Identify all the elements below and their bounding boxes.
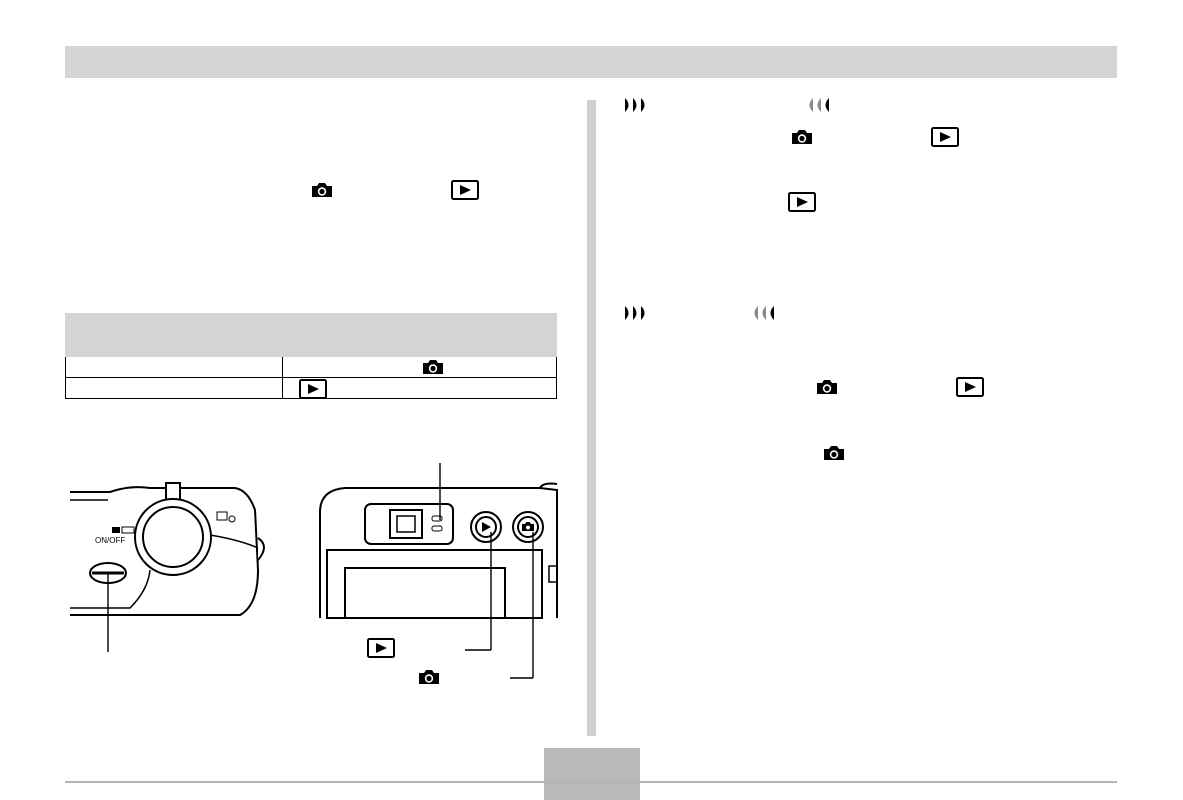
camera-icon [415,667,443,687]
mode-table [65,313,557,399]
triple-arrow-right-icon [625,306,651,320]
table-cell [282,356,557,378]
play-icon [299,379,327,399]
camera-back-view-illustration [319,463,558,679]
camera-icon [419,357,447,377]
table-cell [65,356,283,378]
camera-icon [788,127,816,147]
triple-arrow-right-icon [625,98,651,112]
header-bar [65,46,1117,78]
page-number-box-lower [544,783,640,800]
table-row [65,377,557,399]
table-header-cell [65,313,283,357]
table-cell [282,377,557,399]
triple-arrow-left-icon [803,98,829,112]
column-divider [587,100,596,736]
table-cell [65,377,283,399]
play-icon [956,377,984,397]
play-icon [931,127,959,147]
page-number-box [544,748,640,781]
table-row [65,356,557,378]
table-header-cell [282,313,557,357]
play-icon [451,180,479,200]
camera-top-view-illustration: ON/OFF [70,482,265,652]
camera-icon [308,180,336,200]
camera-icon [820,443,848,463]
play-icon [788,192,816,212]
camera-icon [813,377,841,397]
footer-rule [65,781,1117,783]
play-icon [367,638,395,658]
table-header-row [65,313,557,357]
triple-arrow-left-icon [748,306,774,320]
power-button-label: ON/OFF [95,536,125,545]
